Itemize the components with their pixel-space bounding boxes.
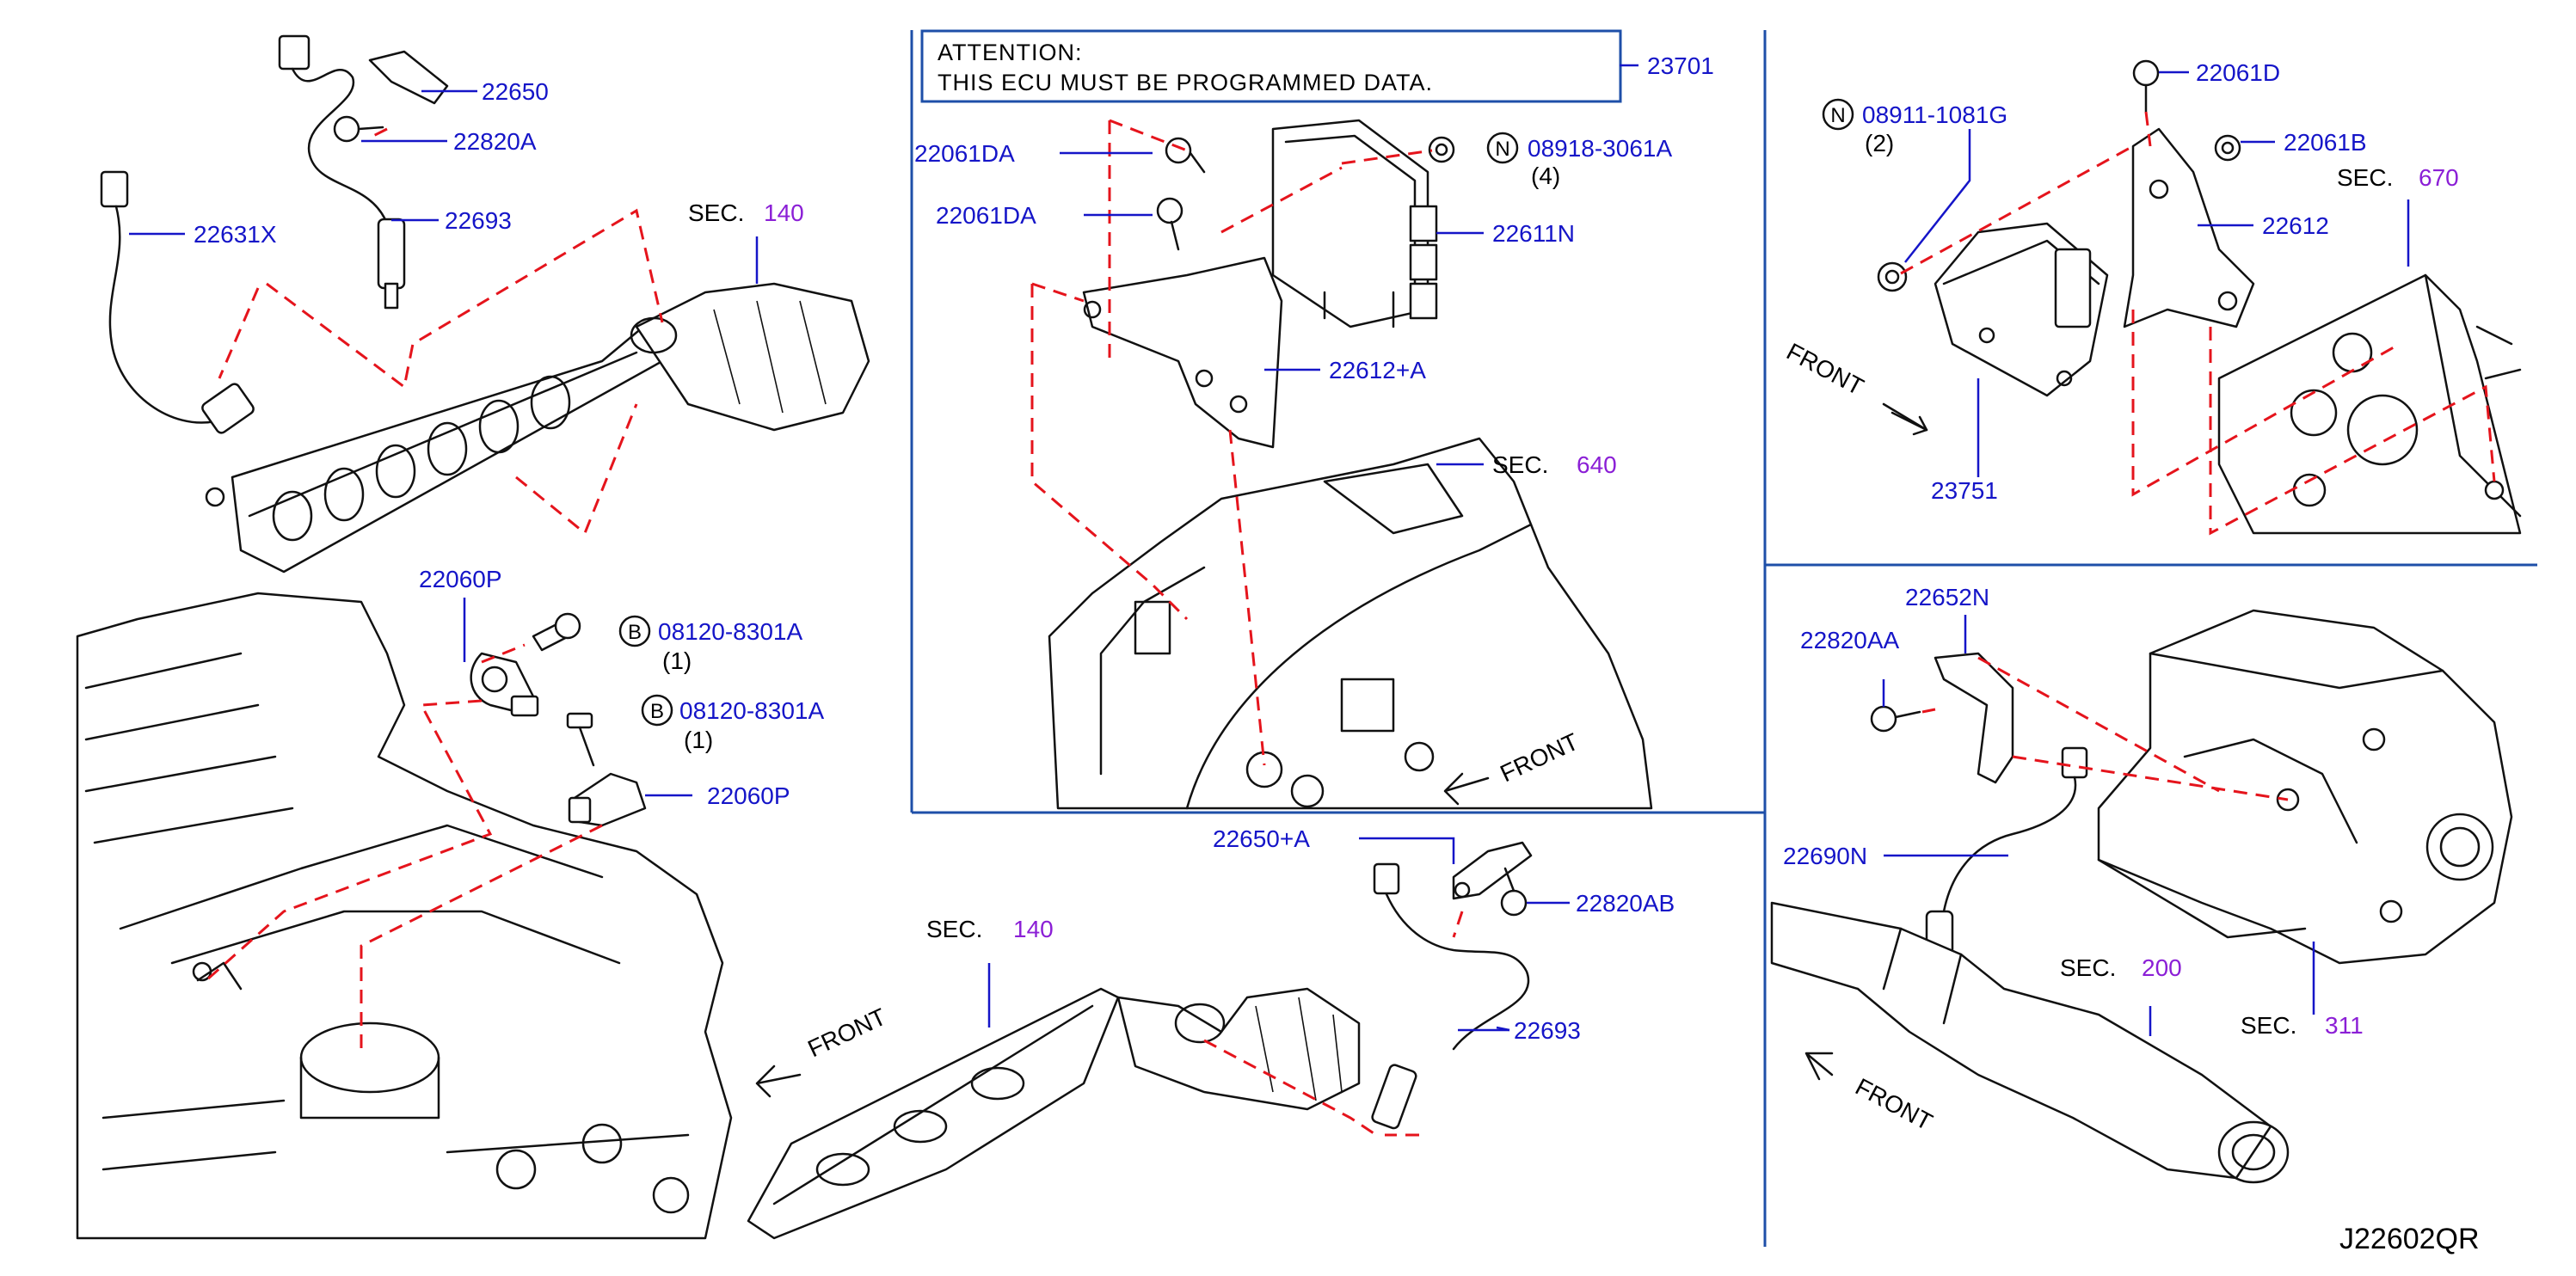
label-08918-qty: (4): [1531, 163, 1560, 189]
label-22060p-lower: 22060P: [707, 782, 790, 809]
symbol-n: N: [1495, 138, 1509, 161]
dashed-lines-ecu: [1030, 119, 1433, 766]
bolt-22820a: [333, 115, 384, 143]
symbol-b: B: [650, 700, 664, 723]
label-22061d: 22061D: [2196, 59, 2280, 86]
label-sec-311: SEC.: [2241, 1012, 2296, 1039]
label-08120-upper: 08120-8301A: [658, 618, 802, 645]
sensor-bracket-22650a: [1452, 841, 1533, 900]
body-panel-sec640: [1048, 437, 1653, 810]
leader-lines: [129, 64, 2410, 1036]
oxygen-sensor-22693-lower: [1371, 862, 1530, 1130]
circle-symbol-b2: B: [641, 694, 673, 727]
label-sec-311-num: 311: [2325, 1012, 2364, 1039]
sensor-bracket-22650: [368, 50, 449, 105]
label-23751: 23751: [1931, 477, 1998, 504]
label-22061b: 22061B: [2284, 129, 2367, 156]
label-22652n: 22652N: [1905, 584, 1989, 610]
knock-sensor-upper: [470, 652, 539, 717]
label-08918: 08918-3061A: [1528, 135, 1672, 162]
label-22612: 22612: [2262, 212, 2329, 239]
label-sec-640: SEC.: [1492, 451, 1548, 478]
label-22650a: 22650+A: [1213, 825, 1310, 852]
nut-08918: [1428, 136, 1455, 163]
dashed-lines-lower-left: [206, 643, 603, 1049]
label-front-right: FRONT: [1782, 338, 1868, 401]
label-sec-140-lower: SEC.: [926, 916, 982, 942]
bolt-08120-upper: [532, 612, 581, 652]
dashed-lines-lower-right: [1921, 656, 2289, 801]
label-08120-lower-qty: (1): [684, 727, 713, 753]
body-panel-sec670: [2217, 273, 2522, 535]
label-22820ab: 22820AB: [1576, 890, 1675, 917]
label-22690n: 22690N: [1783, 843, 1867, 869]
label-22061da-upper: 22061DA: [914, 140, 1015, 167]
label-22060p-upper: 22060P: [419, 566, 502, 592]
sensor-bracket-22652n: [1934, 652, 2014, 784]
label-22611n: 22611N: [1492, 220, 1575, 247]
bolt-22061da-upper: [1165, 137, 1206, 174]
ecu-22611n: [1271, 119, 1438, 328]
circle-symbol-b1: B: [618, 615, 651, 647]
circle-symbol-n2: N: [1822, 98, 1854, 131]
label-22820a: 22820A: [453, 128, 537, 155]
label-22631x: 22631X: [194, 221, 277, 248]
front-arrow-bottom-right: [1804, 1052, 1834, 1081]
label-22693-lower: 22693: [1514, 1017, 1581, 1044]
label-sec-640-num: 640: [1577, 451, 1617, 478]
label-22693-upper: 22693: [445, 207, 512, 234]
attention-text: THIS ECU MUST BE PROGRAMMED DATA.: [938, 70, 1433, 95]
exhaust-pipe-sec200: [1770, 901, 2290, 1184]
label-sec-670: SEC.: [2337, 164, 2393, 191]
symbol-b: B: [628, 621, 642, 644]
label-08120-upper-qty: (1): [662, 647, 692, 674]
exhaust-manifold-upper: [231, 282, 870, 574]
label-08120-lower: 08120-8301A: [679, 697, 824, 724]
attention-note: ATTENTION: THIS ECU MUST BE PROGRAMMED D…: [938, 40, 1433, 95]
module-bracket-22612: [2123, 127, 2255, 328]
transmission-sec311: [2097, 609, 2513, 965]
label-sec-670-num: 670: [2419, 164, 2459, 191]
label-22650: 22650: [482, 78, 549, 105]
label-22612a: 22612+A: [1329, 357, 1426, 383]
bolt-22061da-lower: [1156, 197, 1183, 251]
dashed-lines-upper-left: [218, 127, 664, 536]
oxygen-sensor-22690n: [1925, 746, 2088, 956]
label-sec-200-num: 200: [2142, 954, 2182, 981]
front-arrow-left: [755, 1064, 802, 1098]
front-arrow-right: [1882, 402, 1928, 436]
nut-22061b: [2214, 134, 2241, 162]
label-22061da-lower: 22061DA: [936, 202, 1036, 229]
label-08911: 08911-1081G: [1862, 101, 2007, 128]
symbol-n: N: [1830, 104, 1845, 127]
label-08911-qty: (2): [1865, 130, 1894, 156]
front-arrow-mid: [1443, 772, 1490, 806]
label-front-left: FRONT: [803, 1003, 890, 1063]
bolt-08120-lower: [566, 712, 595, 767]
attention-title: ATTENTION:: [938, 40, 1083, 65]
label-front-bottom-right: FRONT: [1851, 1073, 1937, 1136]
label-23701: 23701: [1647, 52, 1714, 79]
dashed-lines-module: [1900, 111, 2496, 536]
nut-08911: [1877, 261, 1908, 292]
dashed-lines-lower-mid: [1203, 911, 1464, 1137]
control-module-23751: [1934, 222, 2109, 397]
ecu-bracket-22612a: [1082, 256, 1283, 449]
diagram-code: J22602QR: [2339, 1223, 2480, 1255]
bolt-22820aa: [1870, 705, 1921, 733]
engine-block: [76, 592, 733, 1240]
exhaust-manifold-lower: [747, 987, 1361, 1240]
bolt-22061d: [2132, 59, 2160, 113]
label-sec-200: SEC.: [2060, 954, 2116, 981]
bolt-22820ab: [1500, 867, 1528, 917]
label-sec-140-upper-num: 140: [764, 199, 804, 226]
oxygen-sensor-22631x: [100, 170, 255, 507]
label-22820aa: 22820AA: [1800, 627, 1900, 653]
label-sec-140-upper: SEC.: [688, 199, 744, 226]
label-sec-140-lower-num: 140: [1013, 916, 1054, 942]
circle-symbol-n1: N: [1486, 132, 1519, 164]
knock-sensor-lower: [568, 772, 647, 827]
